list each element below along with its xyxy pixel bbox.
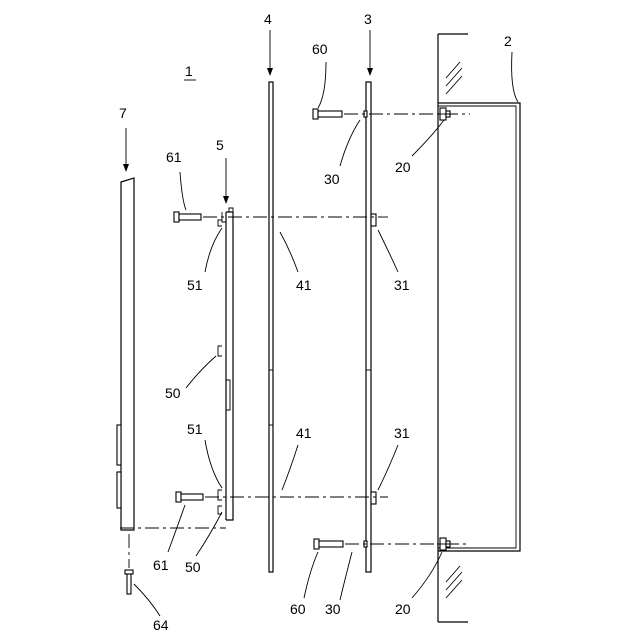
label-50-mid: 50 (165, 385, 181, 401)
label-screw-60-top: 60 (312, 41, 328, 57)
label-41-bottom: 41 (296, 425, 312, 441)
plate-3 (364, 82, 376, 572)
center-lines (120, 114, 470, 568)
label-plate-4: 4 (264, 11, 272, 27)
box-2 (438, 103, 520, 551)
panel-5 (218, 208, 233, 520)
label-31-top: 31 (394, 277, 410, 293)
screw-60-top (313, 109, 342, 119)
label-panel-5: 5 (216, 137, 224, 153)
label-screw-61-bottom: 61 (153, 557, 169, 573)
plate-4 (269, 82, 273, 572)
label-51-top: 51 (187, 277, 203, 293)
label-hole-30-bottom: 30 (325, 601, 341, 617)
label-screw-64: 64 (153, 617, 169, 633)
screw-61-top (174, 212, 201, 222)
label-plate-3: 3 (364, 11, 372, 27)
label-screw-60-bottom: 60 (290, 601, 306, 617)
label-cover-7: 7 (119, 105, 127, 121)
screw-61-bottom (176, 492, 203, 502)
wall-hatching-top (446, 62, 462, 94)
label-assembly-1: 1 (185, 63, 193, 79)
label-51-bottom: 51 (187, 421, 203, 437)
screw-60-bottom (314, 539, 343, 549)
label-41-top: 41 (296, 277, 312, 293)
wall-hatching-bottom (446, 566, 462, 598)
bracket-31-bottom (371, 492, 376, 504)
screw-64 (125, 570, 133, 594)
label-hole-30-top: 30 (324, 171, 340, 187)
label-anchor-20-bottom: 20 (395, 601, 411, 617)
label-50-bottom: 50 (185, 559, 201, 575)
label-anchor-20-top: 20 (395, 159, 411, 175)
label-box-2: 2 (504, 33, 512, 49)
label-screw-61-top: 61 (166, 149, 182, 165)
cover-7 (117, 178, 134, 530)
label-31-bottom: 31 (394, 425, 410, 441)
bracket-31-top (371, 214, 376, 226)
